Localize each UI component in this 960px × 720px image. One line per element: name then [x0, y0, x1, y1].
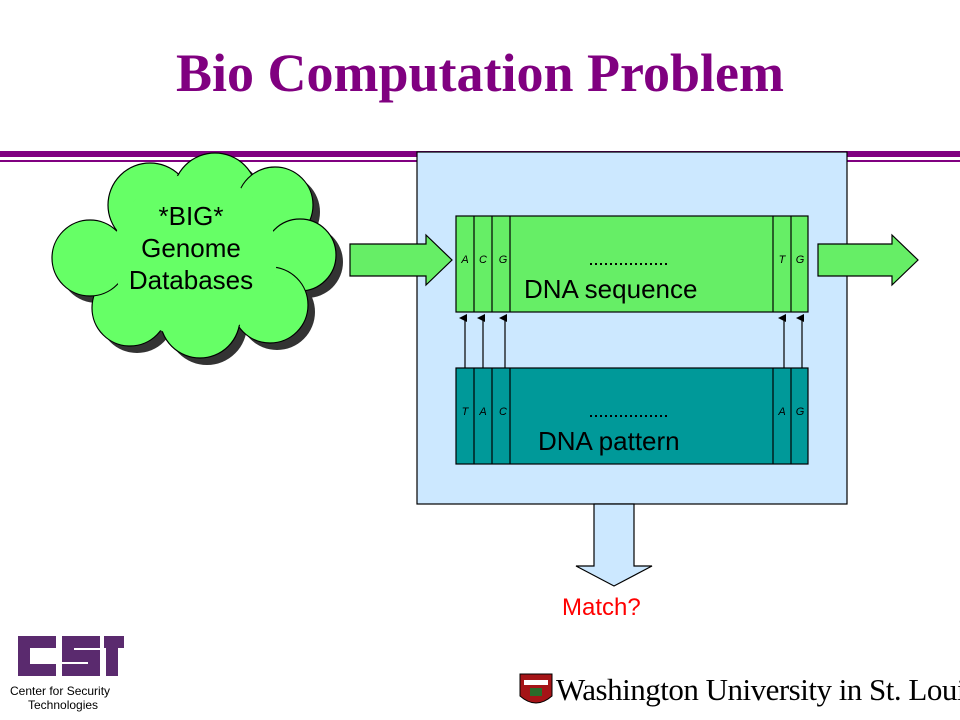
washu-seal-icon: [519, 673, 553, 704]
sequence-base-end-1: T: [778, 254, 786, 266]
sequence-base-end-2: G: [795, 254, 805, 266]
comparison-arrows: [459, 314, 804, 368]
cloud-label: *BIG* Genome Databases: [96, 200, 286, 296]
match-output-arrow: [575, 503, 653, 587]
cloud-line-1: *BIG*: [158, 201, 224, 231]
cloud-line-3: Databases: [128, 265, 254, 295]
pattern-base-end-2: G: [795, 406, 805, 418]
dna-sequence-label: DNA sequence: [524, 274, 698, 304]
washu-wordmark: Washington University in St. Louis: [556, 672, 960, 707]
cst-logo-caption: Center for Security Technologies: [10, 684, 110, 712]
pattern-base-1: T: [461, 406, 469, 418]
match-label: Match?: [562, 594, 641, 621]
pattern-base-end-1: A: [778, 406, 786, 418]
sequence-base-1: A: [461, 254, 469, 266]
pattern-base-2: A: [479, 406, 487, 418]
sequence-base-3: G: [498, 254, 508, 266]
cloud-line-2: Genome: [141, 233, 241, 263]
cst-caption-line-1: Center for Security: [10, 684, 111, 698]
cst-caption-line-2: Technologies: [28, 698, 99, 712]
slide-title: Bio Computation Problem: [175, 43, 785, 103]
input-arrow: [349, 233, 453, 287]
cst-logo: [18, 636, 124, 676]
dna-pattern-label: DNA pattern: [538, 426, 680, 456]
pattern-base-3: C: [499, 406, 507, 418]
pass-through-arrow: [817, 233, 919, 287]
sequence-base-2: C: [479, 254, 487, 266]
